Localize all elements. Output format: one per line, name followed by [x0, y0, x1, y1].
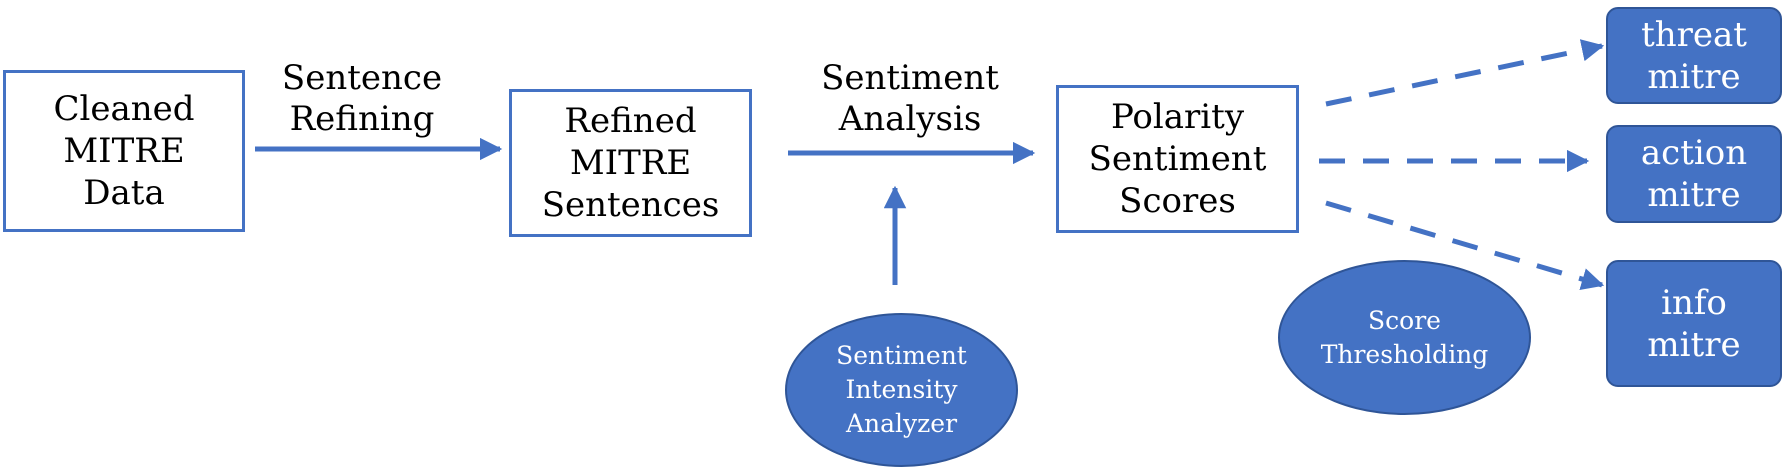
- edge-label-sentence-refining: Sentence Refining: [262, 58, 462, 140]
- edge-label-sentiment-analysis: Sentiment Analysis: [800, 58, 1020, 140]
- node-threat-mitre: threat mitre: [1606, 7, 1782, 104]
- node-label-line: Score: [1368, 305, 1441, 335]
- node-label-line: mitre: [1647, 175, 1741, 215]
- node-label-line: threat: [1641, 14, 1747, 55]
- node-label-line: Polarity: [1110, 97, 1245, 137]
- edge-label-line: Sentence: [281, 58, 443, 98]
- node-label-line: action: [1640, 133, 1748, 173]
- node-label-line: Scores: [1119, 181, 1236, 221]
- edge-label-line: Sentiment: [821, 58, 999, 98]
- node-label-line: Sentiment: [836, 341, 967, 370]
- node-label-line: Data: [83, 173, 165, 213]
- edge-label-line: Analysis: [838, 99, 982, 139]
- node-sentiment-intensity-analyzer: Sentiment Intensity Analyzer: [785, 313, 1018, 467]
- dashed-arrow-to-threat: [1325, 39, 1605, 107]
- node-label-line: Sentences: [541, 185, 720, 225]
- node-label-line: Thresholding: [1320, 339, 1489, 369]
- node-label-line: Cleaned: [53, 89, 195, 129]
- node-label-line: Sentiment: [1088, 139, 1267, 179]
- dashed-arrow-to-info: [1325, 200, 1605, 291]
- node-label-line: mitre: [1647, 324, 1741, 365]
- node-label-line: MITRE: [569, 143, 692, 183]
- node-polarity-sentiment-scores: Polarity Sentiment Scores: [1056, 85, 1299, 233]
- node-label-line: info: [1661, 282, 1727, 323]
- node-label-line: MITRE: [63, 131, 185, 171]
- node-label-line: Analyzer: [845, 409, 958, 438]
- node-refined-mitre-sentences: Refined MITRE Sentences: [509, 89, 752, 237]
- node-info-mitre: info mitre: [1606, 260, 1782, 387]
- node-cleaned-mitre-data: Cleaned MITRE Data: [3, 70, 245, 232]
- node-label-line: mitre: [1647, 56, 1741, 97]
- node-label-line: Refined: [564, 101, 697, 141]
- node-score-thresholding: Score Thresholding: [1278, 260, 1531, 415]
- node-label-line: Intensity: [845, 375, 958, 404]
- node-action-mitre: action mitre: [1606, 125, 1782, 223]
- edge-label-line: Refining: [289, 99, 435, 139]
